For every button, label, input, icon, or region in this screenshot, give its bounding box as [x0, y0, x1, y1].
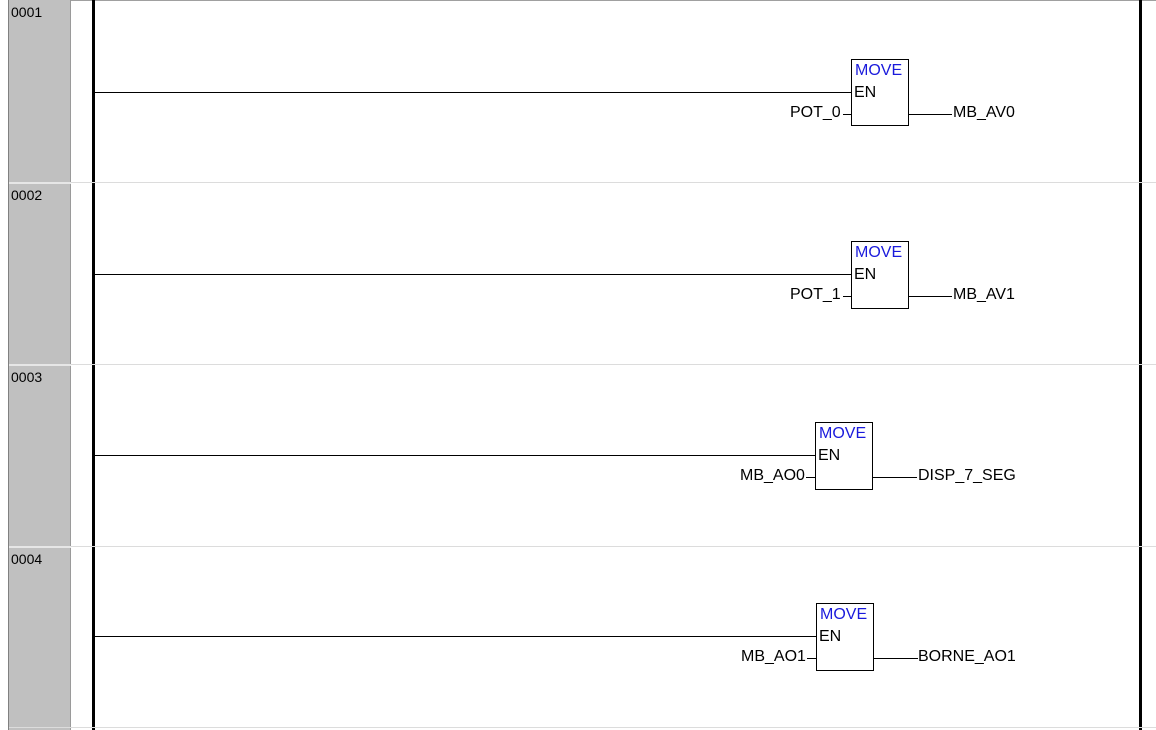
rung-0003[interactable]: 0003 MOVE EN MB_AO0 DISP_7_SEG	[0, 365, 1156, 546]
output-wire	[908, 114, 952, 115]
block-type-label: MOVE	[855, 62, 903, 79]
input-wire	[843, 114, 852, 115]
enable-pin-label: EN	[818, 447, 841, 464]
move-block[interactable]: MOVE EN	[815, 422, 873, 490]
enable-wire	[95, 274, 852, 275]
left-power-rail	[92, 0, 95, 730]
output-variable[interactable]: BORNE_AO1	[918, 648, 1016, 665]
input-wire	[806, 477, 816, 478]
enable-pin-label: EN	[854, 84, 877, 101]
input-wire	[807, 658, 817, 659]
output-variable[interactable]: MB_AV1	[953, 286, 1015, 303]
rung-number: 0001	[11, 4, 43, 20]
input-variable[interactable]: POT_1	[790, 286, 841, 303]
gutter-separator	[9, 182, 71, 184]
rung-0002[interactable]: 0002 MOVE EN POT_1 MB_AV1	[0, 183, 1156, 364]
output-wire	[873, 658, 918, 659]
enable-wire	[95, 636, 817, 637]
rung-number: 0003	[11, 369, 43, 385]
output-variable[interactable]: DISP_7_SEG	[918, 467, 1016, 484]
rung-number: 0002	[11, 187, 43, 203]
block-type-label: MOVE	[819, 425, 867, 442]
enable-wire	[95, 92, 852, 93]
gutter-separator	[9, 546, 71, 548]
bottom-separator	[9, 727, 1156, 728]
rung-0004[interactable]: 0004 MOVE EN MB_AO1 BORNE_AO1	[0, 547, 1156, 730]
rung-separator	[9, 182, 1156, 183]
rung-0001[interactable]: 0001 MOVE EN POT_0 MB_AV0	[0, 0, 1156, 182]
enable-wire	[95, 455, 816, 456]
enable-pin-label: EN	[854, 266, 877, 283]
input-variable[interactable]: MB_AO0	[740, 467, 805, 484]
move-block[interactable]: MOVE EN	[851, 59, 909, 126]
output-wire	[872, 477, 917, 478]
move-block[interactable]: MOVE EN	[851, 241, 909, 309]
right-power-rail	[1139, 0, 1142, 730]
block-type-label: MOVE	[855, 244, 903, 261]
rung-number: 0004	[11, 551, 43, 567]
enable-pin-label: EN	[819, 628, 842, 645]
editor-left-margin	[0, 0, 9, 730]
block-type-label: MOVE	[820, 606, 868, 623]
input-variable[interactable]: POT_0	[790, 104, 841, 121]
move-block[interactable]: MOVE EN	[816, 603, 874, 671]
input-wire	[843, 296, 852, 297]
gutter-separator	[9, 364, 71, 366]
rung-separator	[9, 546, 1156, 547]
output-wire	[908, 296, 952, 297]
output-variable[interactable]: MB_AV0	[953, 104, 1015, 121]
rung-separator	[9, 364, 1156, 365]
input-variable[interactable]: MB_AO1	[741, 648, 806, 665]
editor-top-border	[0, 0, 1156, 1]
